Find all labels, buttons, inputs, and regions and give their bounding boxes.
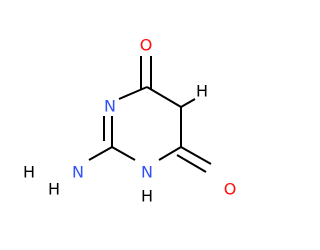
- oxygen-top-label: O: [140, 36, 153, 55]
- bond-c4-c5: [146, 86, 182, 108]
- nitrogen-ring-bottom-label: N: [141, 163, 153, 182]
- bond-c6-o-double-a: [180, 146, 212, 165]
- nitrogen-ring-top-label: N: [104, 97, 116, 116]
- bond-c2-nh2: [88, 146, 113, 161]
- bonds: [88, 56, 212, 173]
- molecule-structure: O N H O N H N H H: [23, 36, 236, 206]
- bond-c6-o-double-b: [176, 154, 207, 173]
- hydrogen-ch2-label: H: [196, 82, 208, 101]
- nitrogen-amino-label: N: [72, 163, 84, 182]
- oxygen-bottom-label: O: [224, 180, 237, 199]
- bond-n1-c2: [111, 146, 136, 161]
- hydrogen-amino-2-label: H: [48, 180, 60, 199]
- hydrogen-amino-1-label: H: [23, 163, 35, 182]
- bond-c5-h: [180, 98, 196, 108]
- atom-labels: O N H O N H N H H: [23, 36, 236, 206]
- bond-c6-n1: [158, 146, 182, 161]
- hydrogen-ring-nh-label: H: [141, 187, 153, 206]
- bond-n3-c4: [118, 86, 148, 100]
